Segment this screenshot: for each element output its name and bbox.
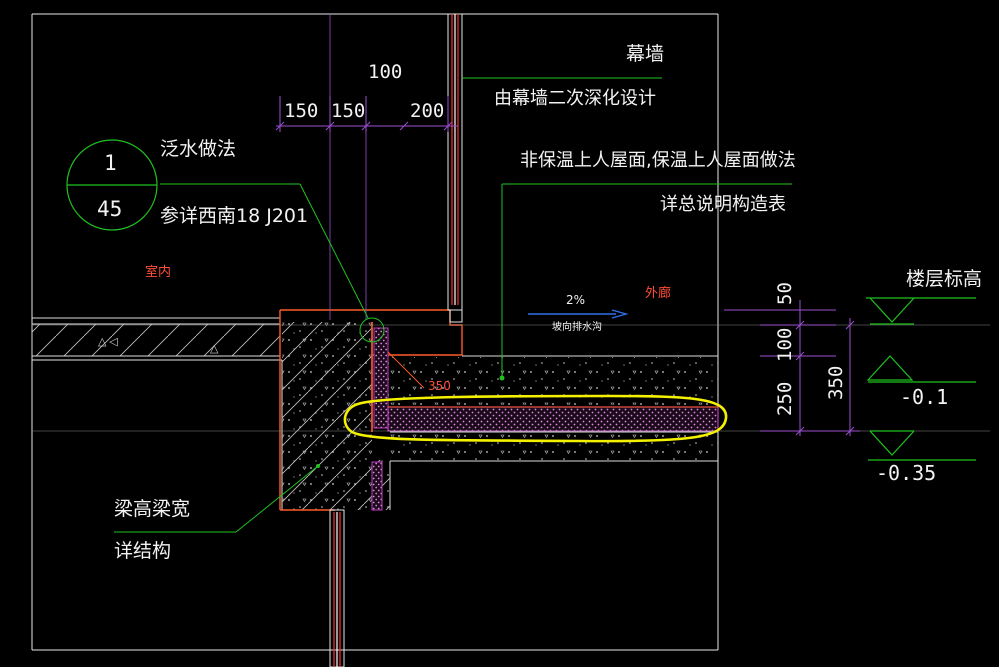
dimension-100-right: 100	[774, 328, 796, 362]
svg-text:△ ◁: △ ◁	[98, 336, 118, 348]
dimension-350-small: 350	[428, 379, 451, 393]
indoor-slab: △ ◁ △	[31, 317, 281, 357]
level-marker-top	[866, 297, 976, 325]
svg-text:△: △	[210, 343, 219, 355]
beam-note-line2: 详结构	[114, 540, 171, 562]
dimension-100-top: 100	[368, 61, 402, 83]
indoor-label: 室内	[145, 264, 171, 280]
curtain-wall-lower	[329, 509, 345, 667]
detail-number: 1	[104, 151, 117, 175]
curtain-wall-note: 由幕墙二次深化设计	[494, 88, 656, 109]
dimension-150-b: 150	[331, 100, 365, 122]
dimension-150-a: 150	[284, 100, 318, 122]
beam-leader-dot	[316, 464, 320, 468]
slope-note: 坡向排水沟	[552, 320, 602, 333]
level-value-2: -0.35	[876, 461, 936, 485]
level-marker-middle	[866, 355, 976, 383]
slope-arrow	[528, 309, 629, 319]
detail-sheet: 45	[97, 197, 122, 221]
vertical-insulation	[373, 327, 389, 429]
floor-level-label: 楼层标高	[906, 268, 982, 290]
axis-lines	[329, 14, 367, 320]
slope-percent: 2%	[566, 293, 585, 307]
flashing-ref: 参详西南18 J201	[160, 205, 308, 227]
level-marker-bottom	[868, 430, 976, 461]
drawing-frame	[31, 13, 719, 651]
highlight-ellipse	[343, 394, 728, 443]
curtain-wall-upper	[447, 13, 463, 323]
dimension-50: 50	[774, 282, 796, 305]
level-value-1: -0.1	[900, 385, 948, 409]
curtain-wall-label: 幕墙	[626, 43, 664, 65]
roof-note-anchor	[499, 375, 505, 381]
flashing-label: 泛水做法	[160, 138, 236, 160]
curb-outline	[279, 309, 463, 511]
dimension-200: 200	[410, 100, 444, 122]
top-dimension-chain	[275, 96, 458, 132]
beam-outline	[32, 359, 283, 510]
beam-note-leader	[114, 465, 319, 533]
roof-note-line1: 非保温上人屋面,保温上人屋面做法	[520, 150, 796, 171]
flashing-leader	[160, 183, 385, 343]
dimension-350-small-leader	[387, 351, 425, 389]
roof-note-line2: 详总说明构造表	[660, 194, 786, 215]
detail-callout	[66, 139, 158, 231]
lower-insulation	[371, 461, 383, 511]
dimension-250: 250	[774, 382, 796, 416]
right-dimension-chain	[724, 300, 860, 436]
outdoor-corridor-label: 外廊	[645, 285, 671, 301]
roof-note-leader	[501, 183, 792, 376]
dimension-350-right: 350	[825, 366, 847, 400]
beam-note-line1: 梁高梁宽	[114, 498, 190, 520]
beam-concrete	[282, 322, 390, 510]
